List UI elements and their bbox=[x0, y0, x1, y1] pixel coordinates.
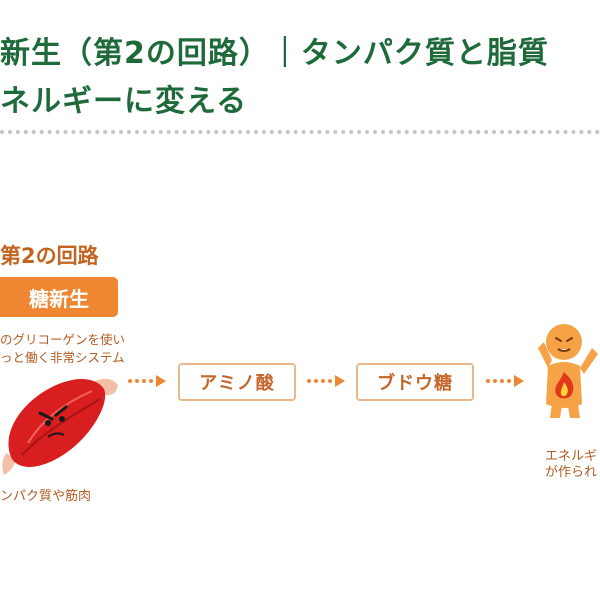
dotted-divider bbox=[0, 130, 600, 134]
step-glucose: ブドウ糖 bbox=[356, 363, 474, 401]
energetic-person-icon bbox=[538, 324, 598, 418]
dotted-arrow-icon bbox=[128, 375, 166, 387]
energy-result-line2: が作られ bbox=[545, 465, 598, 480]
page-heading-line1: 新生（第2の回路）｜タンパク質と脂質 bbox=[0, 36, 549, 71]
flame-icon bbox=[555, 372, 574, 399]
dotted-arrow-icon bbox=[307, 375, 345, 387]
page-heading-line2: ネルギーに変える bbox=[0, 84, 248, 119]
step-amino-acid: アミノ酸 bbox=[178, 363, 296, 401]
route-badge: 糖新生 bbox=[0, 277, 118, 317]
route-description-line1: のグリコーゲンを使い bbox=[0, 332, 126, 347]
muscle-character-icon bbox=[2, 378, 118, 475]
route-title: 第2の回路 bbox=[0, 244, 99, 268]
dotted-arrow-icon bbox=[486, 375, 524, 387]
route-description-line2: っと働く非常システム bbox=[0, 350, 125, 365]
protein-muscle-label: ンパク質や筋肉 bbox=[0, 489, 92, 504]
energy-result-line1: エネルギ bbox=[545, 449, 598, 464]
